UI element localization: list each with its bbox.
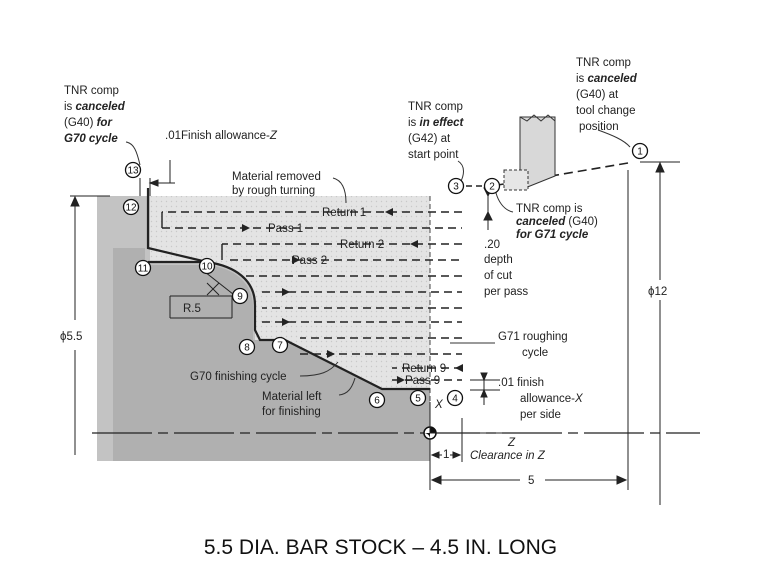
toolpath-point-9: 9 [231, 287, 249, 305]
toolpath-point-7: 7 [271, 336, 289, 354]
tnr-g70-label: is canceled [64, 101, 126, 113]
dim-5 [429, 170, 629, 490]
axis-x-label: X [434, 399, 444, 411]
material-removed-label: Material removed [232, 171, 321, 183]
toolpath-point-6: 6 [368, 391, 386, 409]
toolpath-point-2: 2 [483, 177, 501, 195]
toolpath-point-8: 8 [238, 338, 256, 356]
toolpath-point-label: 11 [138, 264, 149, 275]
tnr-g70-label: G70 cycle [64, 133, 118, 145]
radius-label: R.5 [183, 303, 201, 315]
pass-9-label: Pass 9 [405, 375, 440, 387]
pass-2-label: Pass 2 [292, 255, 327, 267]
tnr-effect-label: TNR comp [408, 101, 463, 113]
tnr-effect-label: is in effect [408, 117, 465, 129]
toolpath-point-label: 1 [637, 147, 643, 158]
toolpath-point-label: 13 [127, 166, 139, 177]
finished-part [113, 248, 430, 461]
depth-label: per pass [484, 286, 528, 298]
toolpath-point-label: 6 [374, 396, 380, 407]
tnr-g71-label: for G71 cycle [516, 229, 589, 241]
tnr-change-label: TNR comp [576, 57, 631, 69]
pass-1-label: Pass 1 [268, 223, 303, 235]
pass-arrows [242, 208, 463, 384]
toolpath-point-label: 9 [237, 292, 243, 303]
toolpath-point-5: 5 [409, 389, 427, 407]
dia-5-5-label: ϕ5.5 [60, 331, 82, 343]
tnr-change-label: is canceled [576, 73, 638, 85]
roughing-passes [161, 211, 462, 381]
dim-dia-5-5 [70, 195, 110, 455]
dia-12-label: ϕ12 [648, 286, 667, 298]
dim-finish-z [139, 160, 175, 196]
toolpath-point-label: 2 [489, 182, 495, 193]
depth-label: of cut [484, 270, 513, 282]
clearance-value: 1 [443, 449, 449, 461]
toolpath-point-10: 10 [198, 257, 216, 275]
toolpath-point-label: 7 [277, 341, 283, 352]
tnr-change-label: position [579, 121, 619, 133]
g71-label: cycle [522, 347, 548, 359]
dim-clearance [430, 418, 463, 462]
toolpath-point-13: 13 [124, 161, 142, 179]
tnr-g70-label: TNR comp [64, 85, 119, 97]
toolpath-point-label: 12 [125, 203, 137, 214]
finish-x-label: allowance-X [520, 393, 584, 405]
finish-x-label: .01 finish [498, 377, 544, 389]
tnr-g71-label: TNR comp is [516, 203, 583, 215]
dim-finish-x [470, 372, 500, 405]
toolpath-point-3: 3 [447, 177, 465, 195]
origin-marker [423, 402, 512, 440]
toolpath-point-12: 12 [122, 198, 140, 216]
toolpath-point-11: 11 [134, 259, 152, 277]
tnr-change-label: (G40) at [576, 89, 619, 101]
return-9-label: Return 9 [402, 363, 446, 375]
clearance-label: Clearance in Z [470, 450, 546, 462]
tnr-effect-label: (G42) at [408, 133, 451, 145]
stock-caption: 5.5 DIA. BAR STOCK – 4.5 IN. LONG [203, 536, 558, 559]
tnr-g70-label: (G40) for [64, 117, 112, 129]
tnr-effect-label: start point [408, 149, 459, 161]
g70-label: G70 finishing cycle [190, 371, 287, 383]
toolpath-point-label: 8 [244, 343, 250, 354]
dim-5-label: 5 [528, 475, 534, 487]
axis-z-label: Z [507, 437, 516, 449]
toolpath-point-label: 10 [201, 262, 213, 273]
annotations: TNR comp is canceled (G40) for G70 cycle… [60, 57, 667, 487]
toolpath-point-1: 1 [631, 142, 649, 160]
depth-label: depth [484, 254, 513, 266]
toolpath-point-label: 3 [453, 182, 459, 193]
return-1-label: Return 1 [322, 207, 366, 219]
toolpath-point-label: 5 [415, 394, 421, 405]
toolpath-point-label: 4 [452, 394, 458, 405]
tnr-g71-label: canceled (G40) [516, 216, 598, 228]
tool-holder [503, 114, 556, 191]
tnr-change-label: tool change [576, 105, 635, 117]
material-left-label: Material left [262, 391, 322, 403]
material-removed-label: by rough turning [232, 185, 315, 197]
return-2-label: Return 2 [340, 239, 384, 251]
depth-label: .20 [484, 239, 500, 251]
dim-dia-12 [640, 161, 680, 505]
finish-x-label: per side [520, 409, 561, 421]
finish-allowance-z-label: .01Finish allowance-Z [165, 130, 278, 142]
g71-label: G71 roughing [498, 331, 568, 343]
toolpath-point-4: 4 [446, 389, 464, 407]
dim-depth [483, 187, 493, 230]
material-left-label: for finishing [262, 406, 321, 418]
